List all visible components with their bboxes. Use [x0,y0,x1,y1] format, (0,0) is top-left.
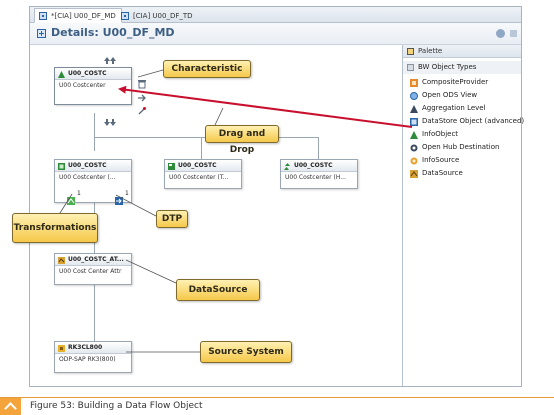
dataflow-icon [37,29,46,38]
palette-item-label: CompositeProvider [422,78,489,86]
datastore-node-1[interactable]: U00_COSTC U00 Costcenter (... 1 1 [54,159,132,205]
callout-transformations: Transformations [12,213,98,243]
datasource-icon [58,257,65,264]
node-description: U00 Costcenter (H... [285,174,346,181]
infoobject-icon [410,131,418,139]
node-description: U00 Cost Center Attr [59,268,122,275]
node-name: U00_COSTC [68,162,107,169]
connector-line [318,137,319,159]
callout-source-system: Source System [200,341,292,363]
palette-header: Palette [403,45,521,58]
datastore-icon [58,163,65,170]
infoobject-hierarchy-node[interactable]: U00_COSTC U00 Costcenter (H... [280,159,358,189]
page-title: Details: U00_DF_MD [51,26,175,39]
node-name: U00_COSTC_AT... [68,256,124,263]
transformation-count: 1 [77,190,81,197]
callout-pointer [214,107,224,126]
expand-up-icon[interactable] [103,51,117,64]
open-hub-destination-icon [410,144,418,152]
source-system-icon [58,345,65,352]
node-name: U00_COSTC [178,162,217,169]
callout-drag-and-drop: Drag and Drop [205,125,279,155]
palette-item-datasource[interactable]: DataSource [403,167,521,180]
tab-label: *[CIA] U00_DF_MD [51,12,116,20]
palette-item-compositeprovider[interactable]: CompositeProvider [403,76,521,89]
palette-item-label: Open ODS View [422,91,478,99]
arrow-right-icon[interactable] [137,88,147,102]
datastore-object-icon [410,118,418,126]
help-icon[interactable] [496,29,505,38]
node-description: U00 Costcenter [59,82,106,89]
callout-pointer [137,69,164,78]
node-name: U00_COSTC [68,70,107,77]
text-table-icon [168,163,175,170]
datasource-icon [410,170,418,178]
composite-provider-icon [410,79,418,87]
palette-panel: Palette BW Object Types CompositeProvide… [402,45,525,386]
node-name: U00_COSTC [294,162,333,169]
callout-pointer [125,259,177,284]
callout-characteristic: Characteristic [163,60,251,78]
infoobject-icon [58,71,65,78]
editor-header: Details: U00_DF_MD [30,23,521,45]
dataflow-icon [39,12,47,20]
palette-item-open-ods-view[interactable]: Open ODS View [403,89,521,102]
palette-item-label: InfoObject [422,130,459,138]
figure-caption: Figure 53: Building a Data Flow Object [30,401,203,411]
aggregation-level-icon [410,105,418,113]
drag-arrow [118,85,413,128]
palette-item-infoobject[interactable]: InfoObject [403,128,521,141]
dataflow-icon [121,12,129,20]
node-description: U00 Costcenter (... [59,174,116,181]
infoobject-text-node[interactable]: U00_COSTC U00 Costcenter (T... [164,159,242,189]
callout-datasource: DataSource [176,279,260,301]
palette-item-label: Open Hub Destination [422,143,500,151]
figure-caption-bar: Figure 53: Building a Data Flow Object [0,397,554,415]
dtp-count: 1 [125,190,129,197]
callout-pointer [59,193,73,214]
folder-icon [407,64,414,71]
datasource-node[interactable]: U00_COSTC_AT... U00 Cost Center Attr [54,253,132,285]
palette-item-label: InfoSource [422,156,460,164]
tab-u00-df-md[interactable]: *[CIA] U00_DF_MD [34,8,122,23]
palette-item-aggregation-level[interactable]: Aggregation Level [403,102,521,115]
callout-dtp: DTP [156,210,188,228]
minimize-icon[interactable] [510,30,517,37]
palette-item-datastore-object[interactable]: DataStore Object (advanced) [403,115,525,128]
node-description: U00 Costcenter (T... [169,174,229,181]
delete-icon[interactable] [137,74,147,89]
transformation-icon[interactable] [67,190,75,205]
palette-item-label: DataStore Object (advanced) [422,117,525,125]
connector-line [94,113,95,151]
node-name: RK3CL800 [68,344,103,351]
infosource-icon [410,157,418,165]
tab-u00-df-td[interactable]: [CIA] U00_DF_TD [116,8,199,23]
palette-title: Palette [418,47,443,55]
palette-group-bw-object-types[interactable]: BW Object Types [403,61,521,74]
connector-line [94,285,95,341]
node-description: ODP-SAP RK3(800) [59,356,116,363]
tab-bar: *[CIA] U00_DF_MD [CIA] U00_DF_TD [30,7,521,23]
connector-line [201,137,202,159]
palette-group-label: BW Object Types [418,63,477,71]
source-system-node[interactable]: RK3CL800 ODP-SAP RK3(800) [54,341,132,373]
hierarchy-icon [284,163,291,170]
chevron-up-icon [0,398,21,415]
link-icon[interactable] [137,101,147,115]
palette-item-label: Aggregation Level [422,104,486,112]
palette-item-open-hub-destination[interactable]: Open Hub Destination [403,141,521,154]
palette-item-label: DataSource [422,169,463,177]
expand-down-icon[interactable] [103,112,117,126]
palette-icon [407,48,414,55]
open-ods-view-icon [410,92,418,100]
callout-pointer [115,194,157,217]
tab-label: [CIA] U00_DF_TD [133,12,193,20]
palette-item-infosource[interactable]: InfoSource [403,154,521,167]
dtp-icon[interactable] [115,190,123,205]
